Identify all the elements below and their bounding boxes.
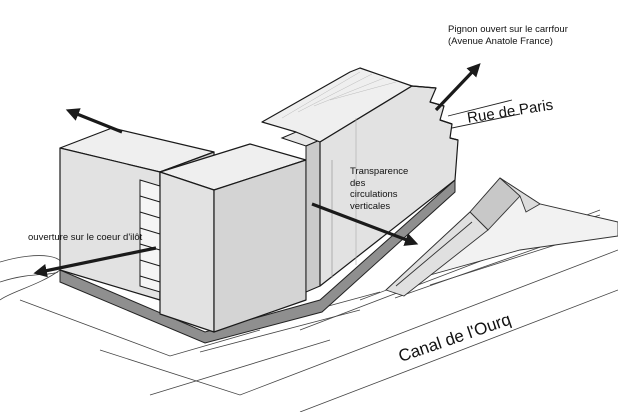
middle-block <box>159 143 307 333</box>
arrow-up-right-icon <box>434 63 481 112</box>
canal-bank <box>385 177 618 297</box>
transparence-line-1: Transparence <box>350 166 409 177</box>
rue-de-paris-lines <box>447 99 521 129</box>
ilot-label: ouverture sur le coeur d'ilôt <box>28 232 143 243</box>
pignon-label: Pignon ouvert sur le carrfour (Avenue An… <box>448 24 568 48</box>
transparence-label: Transparence des circulations verticales <box>350 166 408 212</box>
arrow-up-left-icon <box>65 108 123 134</box>
arrow-down-right-icon <box>311 202 419 246</box>
stair-balconies <box>139 179 161 293</box>
transparence-line-2: des <box>350 177 366 189</box>
transparence-line-4: verticales <box>350 200 391 212</box>
arrow-down-left-icon <box>33 246 157 278</box>
circulation-core <box>280 131 322 293</box>
arrows <box>33 63 481 278</box>
transparence-line-3: circulations <box>350 189 398 200</box>
pignon-label-line-2: (Avenue Anatole France) <box>448 36 553 47</box>
pignon-label-line-1: Pignon ouvert sur le carrfour <box>448 24 568 35</box>
right-block <box>261 67 459 287</box>
